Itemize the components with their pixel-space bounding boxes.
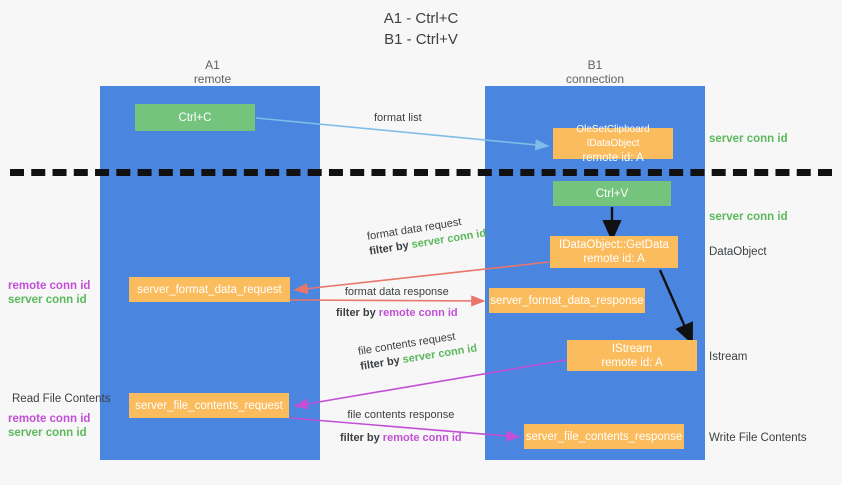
flow-fmt-resp-filter: filter by remote conn id: [336, 306, 458, 321]
flow-file-resp-filter: filter by remote conn id: [340, 431, 462, 446]
lane-header-a1: A1 remote: [105, 58, 320, 86]
lane-b1-name: B1: [587, 58, 603, 72]
box-fmt-resp-label: server_format_data_response: [490, 294, 644, 307]
box-ctrl-v[interactable]: Ctrl+V: [553, 181, 671, 206]
title-line-2: B1 - Ctrl+V: [384, 31, 458, 48]
flow-file-resp-filter-value: remote conn id: [382, 432, 462, 444]
box-file-resp-label: server_file_contents_response: [525, 430, 683, 443]
box-getdata-line1: IDataObject::GetData: [559, 239, 669, 251]
flow-format-list-text: format list: [374, 112, 422, 124]
box-server-file-contents-response[interactable]: server_file_contents_response: [524, 424, 684, 449]
box-server-format-data-request[interactable]: server_format_data_request: [129, 277, 290, 302]
diagram-title: A1 - Ctrl+C B1 - Ctrl+V: [0, 8, 842, 50]
annotation-left-server-conn-id-2: server conn id: [8, 427, 87, 439]
box-file-req-label: server_file_contents_request: [135, 399, 283, 412]
box-server-format-data-response[interactable]: server_format_data_response: [489, 288, 645, 313]
box-ctrl-c[interactable]: Ctrl+C: [135, 104, 255, 131]
annotation-left-conn-ids-2: remote conn id server conn id: [8, 412, 90, 440]
flow-label-format-data-response: format data response filter by remote co…: [336, 285, 458, 321]
box-idataobject-line1: OleSetClipboard IDataObject: [576, 123, 650, 149]
flow-label-format-list: format list: [374, 111, 422, 126]
box-idataobject[interactable]: OleSetClipboard IDataObject remote id: A: [553, 124, 673, 164]
annotation-right-server-conn-id-2: server conn id: [709, 211, 788, 223]
flow-fmt-resp-text: format data response: [344, 286, 449, 298]
annotation-left-read-file-contents: Read File Contents: [12, 393, 111, 405]
annotation-left-server-conn-id-1: server conn id: [8, 294, 87, 306]
box-ctrl-v-line1: Ctrl+V: [595, 187, 629, 200]
annotation-right-dataobject: DataObject: [709, 246, 767, 258]
box-server-file-contents-request[interactable]: server_file_contents_request: [129, 393, 289, 418]
annotation-right-server-conn-id-1: server conn id: [709, 133, 788, 145]
lane-a1-sub: remote: [193, 72, 232, 86]
lane-b1-sub: connection: [565, 72, 625, 86]
box-getdata-line2: remote id: A: [583, 253, 645, 265]
box-fmt-req-label: server_format_data_request: [137, 283, 282, 296]
annotation-right-istream: Istream: [709, 351, 748, 363]
box-idataobject-line2: remote id: A: [582, 151, 644, 164]
lane-header-b1: B1 connection: [485, 58, 705, 86]
flow-fmt-resp-filter-value: remote conn id: [378, 307, 458, 319]
box-istream-line2: remote id: A: [601, 356, 663, 369]
annotation-left-conn-ids-1: remote conn id server conn id: [8, 279, 90, 307]
flow-label-file-contents-request: file contents request filter by server c…: [357, 327, 478, 375]
flow-fmt-resp-filter-prefix: filter by: [336, 307, 379, 319]
box-idataobject-getdata[interactable]: IDataObject::GetData remote id: A: [550, 236, 678, 268]
flow-file-resp-filter-prefix: filter by: [340, 432, 383, 444]
lane-a1-name: A1: [205, 58, 220, 72]
box-istream-line1: IStream: [611, 342, 653, 355]
flow-file-resp-text: file contents response: [347, 409, 455, 421]
title-line-1: A1 - Ctrl+C: [383, 10, 459, 27]
phase-divider: [10, 169, 832, 176]
annotation-right-write-file-contents: Write File Contents: [709, 432, 807, 444]
flow-label-format-data-request: format data request filter by server con…: [366, 212, 487, 260]
box-ctrl-c-line1: Ctrl+C: [178, 111, 212, 124]
flow-label-file-contents-response: file contents response filter by remote …: [340, 408, 462, 446]
annotation-left-remote-conn-id-2: remote conn id: [8, 413, 91, 425]
annotation-left-remote-conn-id-1: remote conn id: [8, 280, 91, 292]
box-istream[interactable]: IStream remote id: A: [567, 340, 697, 371]
